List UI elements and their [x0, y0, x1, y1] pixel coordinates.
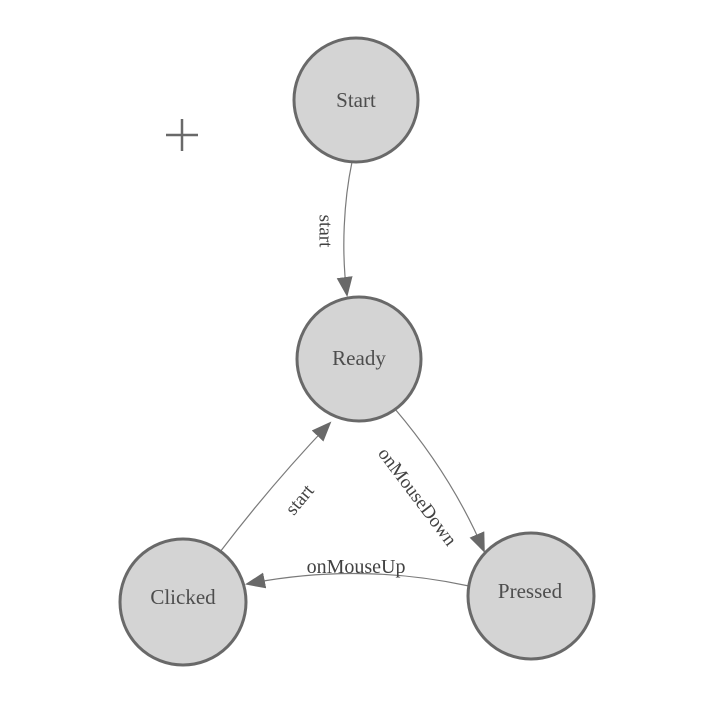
state-circle-ready[interactable]: [295, 295, 423, 423]
origin-crosshair-icon: [166, 119, 198, 151]
state-circle-start[interactable]: [292, 36, 420, 164]
transition-ready-to-pressed[interactable]: [394, 408, 485, 553]
state-node-ready[interactable]: Ready: [295, 295, 423, 423]
transition-pressed-to-clicked[interactable]: [245, 572, 470, 589]
state-node-pressed[interactable]: Pressed: [466, 531, 596, 661]
state-node-start[interactable]: Start: [292, 36, 420, 164]
state-circle-pressed[interactable]: [466, 531, 596, 661]
transition-label-ready-to-pressed: onMouseDown: [373, 444, 461, 551]
state-node-clicked[interactable]: Clicked: [118, 537, 248, 667]
transition-label-start-to-ready: start: [315, 215, 336, 248]
transition-clicked-to-ready[interactable]: [219, 421, 332, 553]
state-circle-clicked[interactable]: [118, 537, 248, 667]
transition-label-clicked-to-ready: start: [281, 480, 319, 519]
transition-start-to-ready[interactable]: [336, 161, 353, 297]
